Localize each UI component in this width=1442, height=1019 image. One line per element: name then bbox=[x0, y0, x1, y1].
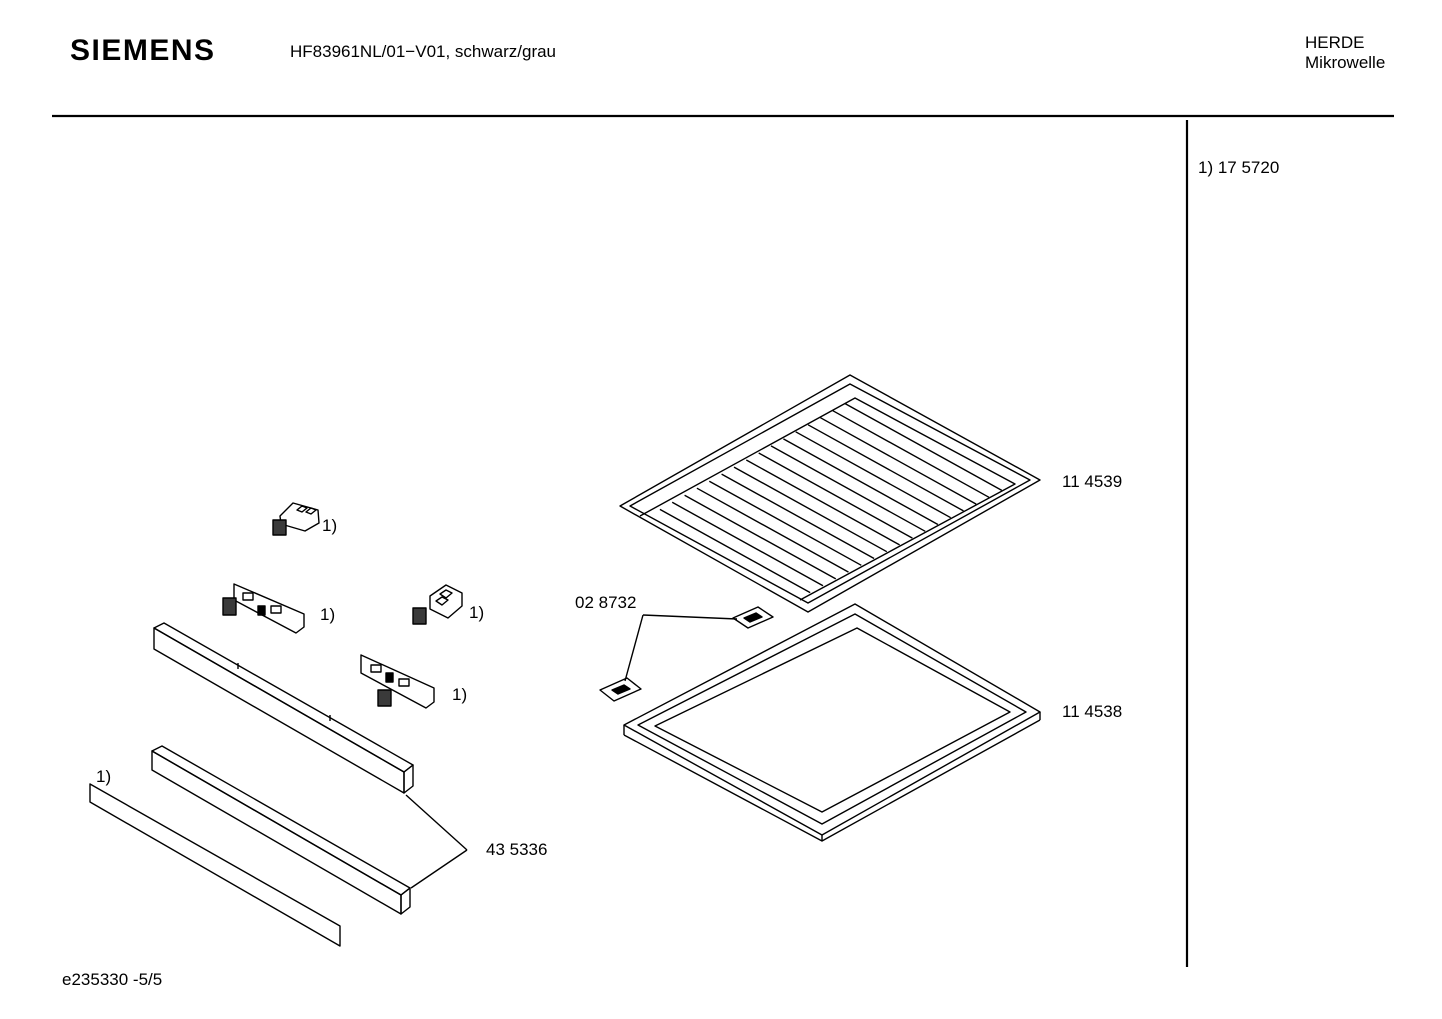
callout-bracket-lower: 1) bbox=[452, 685, 468, 704]
callout-bracket-mid-left: 1) bbox=[320, 605, 336, 624]
rack-grid-bars bbox=[659, 402, 1003, 594]
bracket-mid-left bbox=[222, 583, 305, 634]
rack-bar bbox=[820, 417, 977, 505]
rack-bar bbox=[807, 424, 964, 512]
callout-strip-bottom: 1) bbox=[96, 767, 112, 786]
leader-clips-lower bbox=[624, 614, 644, 682]
trim-strip-middle bbox=[151, 745, 411, 915]
trim-strip-upper bbox=[153, 622, 414, 794]
rack-bar bbox=[671, 501, 824, 587]
leader-trim-middle bbox=[410, 849, 468, 889]
product-category: HERDE Mikrowelle bbox=[1305, 33, 1385, 73]
rack-bar bbox=[684, 494, 837, 580]
leader-clips-upper bbox=[642, 614, 738, 620]
bracket-lower bbox=[360, 654, 435, 709]
rack-bar bbox=[832, 410, 990, 498]
rack-bar bbox=[795, 431, 952, 519]
rack-bar bbox=[708, 480, 862, 566]
rack-bar bbox=[733, 466, 888, 553]
category-line-2: Mikrowelle bbox=[1305, 53, 1386, 72]
drawing-id: e235330 -5/5 bbox=[62, 970, 163, 989]
tray-clip-upper bbox=[732, 606, 774, 629]
callout-bracket-top: 1) bbox=[322, 516, 338, 535]
bracket-mid-right bbox=[412, 584, 463, 625]
brand-logo: SIEMENS bbox=[70, 34, 216, 67]
rack-bar bbox=[721, 473, 875, 560]
side-note-1: 1) 17 5720 bbox=[1198, 158, 1280, 177]
baking-tray bbox=[623, 603, 1041, 842]
rack-bar bbox=[696, 487, 849, 573]
bracket-top bbox=[272, 502, 320, 536]
trim-strip-bottom bbox=[89, 783, 341, 947]
rack-bar bbox=[758, 452, 913, 539]
model-number: HF83961NL/01−V01, schwarz/grau bbox=[290, 42, 557, 61]
callout-trim-strips: 43 5336 bbox=[486, 840, 548, 859]
wire-rack bbox=[619, 374, 1041, 613]
leader-trim-upper bbox=[405, 794, 468, 851]
callout-tray: 11 4538 bbox=[1062, 702, 1123, 721]
callout-bracket-mid-right: 1) bbox=[469, 603, 485, 622]
category-line-1: HERDE bbox=[1305, 33, 1365, 52]
callout-clips: 02 8732 bbox=[575, 593, 637, 612]
rack-bar bbox=[844, 402, 1003, 492]
rack-bar bbox=[659, 508, 811, 594]
rack-bar bbox=[770, 445, 926, 532]
tray-clip-lower bbox=[599, 677, 642, 702]
callout-rack: 11 4539 bbox=[1062, 472, 1123, 491]
rack-bar bbox=[783, 438, 939, 526]
rack-bar bbox=[745, 459, 900, 546]
